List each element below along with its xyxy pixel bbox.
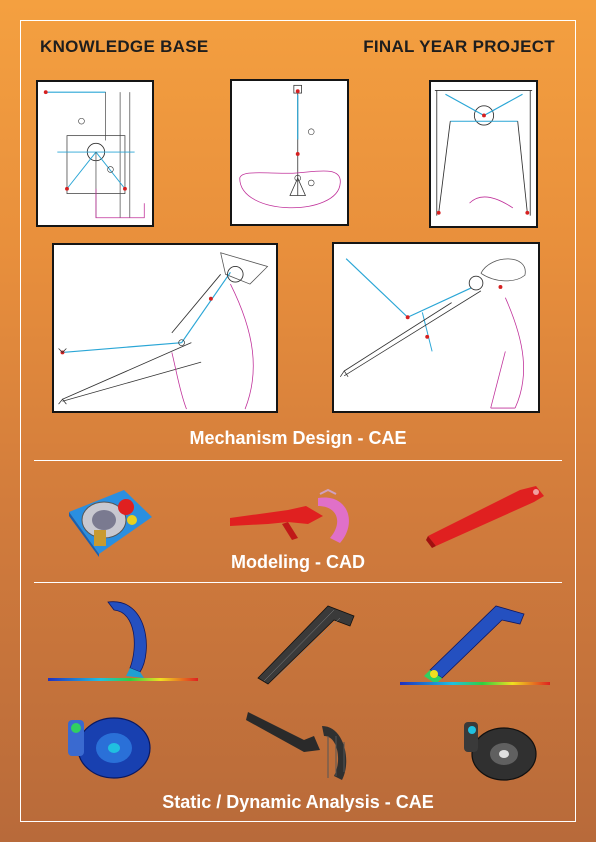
fea-link-arm-model (400, 596, 550, 688)
digging-arm-model (228, 488, 358, 554)
mechanism-diagram-1 (36, 80, 154, 227)
mechanism-diagram-icon (58, 252, 269, 410)
fea-gear-mesh-right (462, 714, 542, 782)
fea-mesh-icon (68, 717, 151, 779)
divider-1 (34, 460, 562, 461)
gearbox-model-icon (69, 490, 152, 557)
mechanism-diagram-3 (429, 80, 538, 228)
fea-mesh-icon (48, 601, 198, 681)
fea-mesh-icon (400, 605, 550, 685)
mechanism-diagram-icon (339, 258, 526, 409)
digging-arm-model-icon (426, 486, 544, 548)
mechanism-diagram-5 (332, 242, 540, 413)
mechanism-diagram-4 (52, 243, 278, 413)
fea-arm-mesh (254, 596, 358, 686)
digging-arm-model-icon (230, 488, 349, 543)
page-frame (20, 20, 576, 822)
section-title-modeling: Modeling - CAD (231, 552, 365, 572)
mechanism-diagram-2 (230, 79, 349, 226)
header-final-year-project: FINAL YEAR PROJECT (363, 37, 555, 56)
mechanism-diagram-icon (239, 84, 341, 209)
fea-digging-mesh (244, 706, 364, 784)
gearbox-model (64, 482, 154, 557)
link-arm-model (424, 478, 546, 548)
fea-gear-mesh-left (64, 708, 156, 784)
fea-mesh-icon (464, 722, 537, 781)
mechanism-diagram-icon (43, 90, 145, 219)
fea-mesh-icon (246, 712, 347, 780)
divider-2 (34, 582, 562, 583)
header-knowledge-base: KNOWLEDGE BASE (40, 37, 209, 56)
mechanism-diagram-icon (434, 89, 533, 216)
fea-tine-model (48, 592, 198, 684)
fea-mesh-icon (257, 605, 355, 685)
section-title-analysis: Static / Dynamic Analysis - CAE (162, 792, 434, 812)
section-title-mechanism: Mechanism Design - CAE (189, 428, 407, 448)
